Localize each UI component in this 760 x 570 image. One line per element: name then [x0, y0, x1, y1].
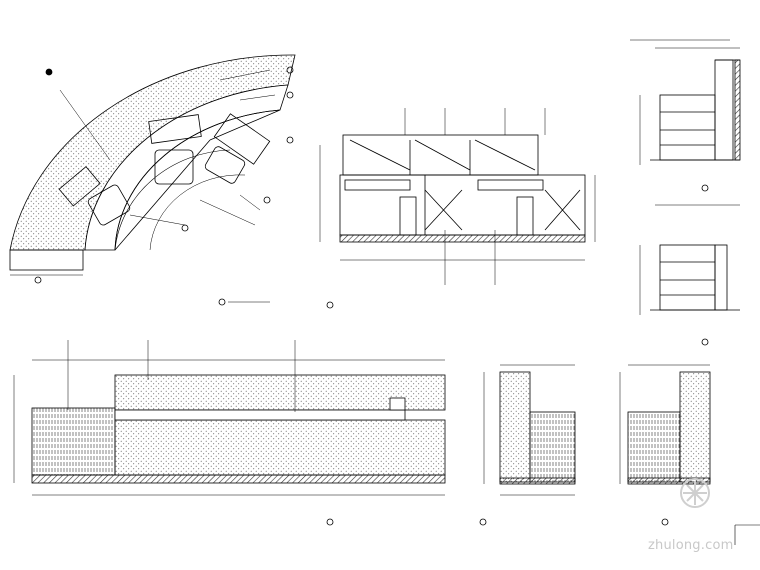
plan-callout-marker: [181, 224, 189, 232]
plan-chair-center: [154, 149, 194, 185]
plan-callout-marker: [286, 66, 294, 74]
plan-callout-marker: [263, 196, 271, 204]
plan-monitor-right: [213, 113, 271, 165]
end-title-marker: [479, 518, 487, 526]
elevation-title-marker: [326, 518, 334, 526]
front-drawer: [477, 179, 544, 191]
cpu-tower-right: [516, 196, 534, 236]
end-dotted-panel: [679, 371, 711, 483]
plan-callout-marker: [286, 136, 294, 144]
long-front-elevation: [13, 340, 446, 526]
end-elevation-right: [619, 364, 760, 545]
plan-title-marker: [218, 298, 226, 306]
section-title-marker: [701, 184, 709, 192]
plan-monitor-left: [58, 166, 101, 207]
plan-chair-left: [87, 184, 131, 226]
end-slatted-panel: [529, 411, 576, 483]
end-dotted-panel: [499, 371, 531, 483]
side-section-lower: [639, 204, 740, 346]
end-elevation-left: [479, 364, 576, 526]
front-drawer: [344, 179, 411, 191]
elevation-dotted-panel-bottom: [114, 419, 446, 476]
plan-chair-right: [204, 146, 246, 184]
side-section-upper: [630, 39, 741, 192]
end-title-marker: [661, 518, 669, 526]
section-title-marker: [701, 338, 709, 346]
elevation-plinth-hatch: [31, 474, 446, 484]
plan-callout-marker: [34, 276, 42, 284]
watermark-text: zhulong.com: [648, 538, 734, 553]
plan-view: [9, 54, 296, 306]
plan-monitor-middle: [148, 114, 202, 144]
front-plinth-hatch: [339, 234, 586, 243]
front-title-marker: [326, 301, 334, 309]
cpu-tower-left: [399, 196, 417, 236]
zhulong-logo-icon: [680, 478, 710, 508]
front-elevation: [319, 108, 596, 309]
plan-callout-marker: [286, 91, 294, 99]
section-hatch: [734, 59, 741, 161]
end-slatted-panel: [627, 411, 681, 483]
elevation-slatted-panel: [31, 407, 116, 476]
inner-desk-arc: [114, 149, 231, 251]
plan-base-plinth: [9, 249, 84, 271]
plan-callout-marker: [45, 68, 53, 76]
